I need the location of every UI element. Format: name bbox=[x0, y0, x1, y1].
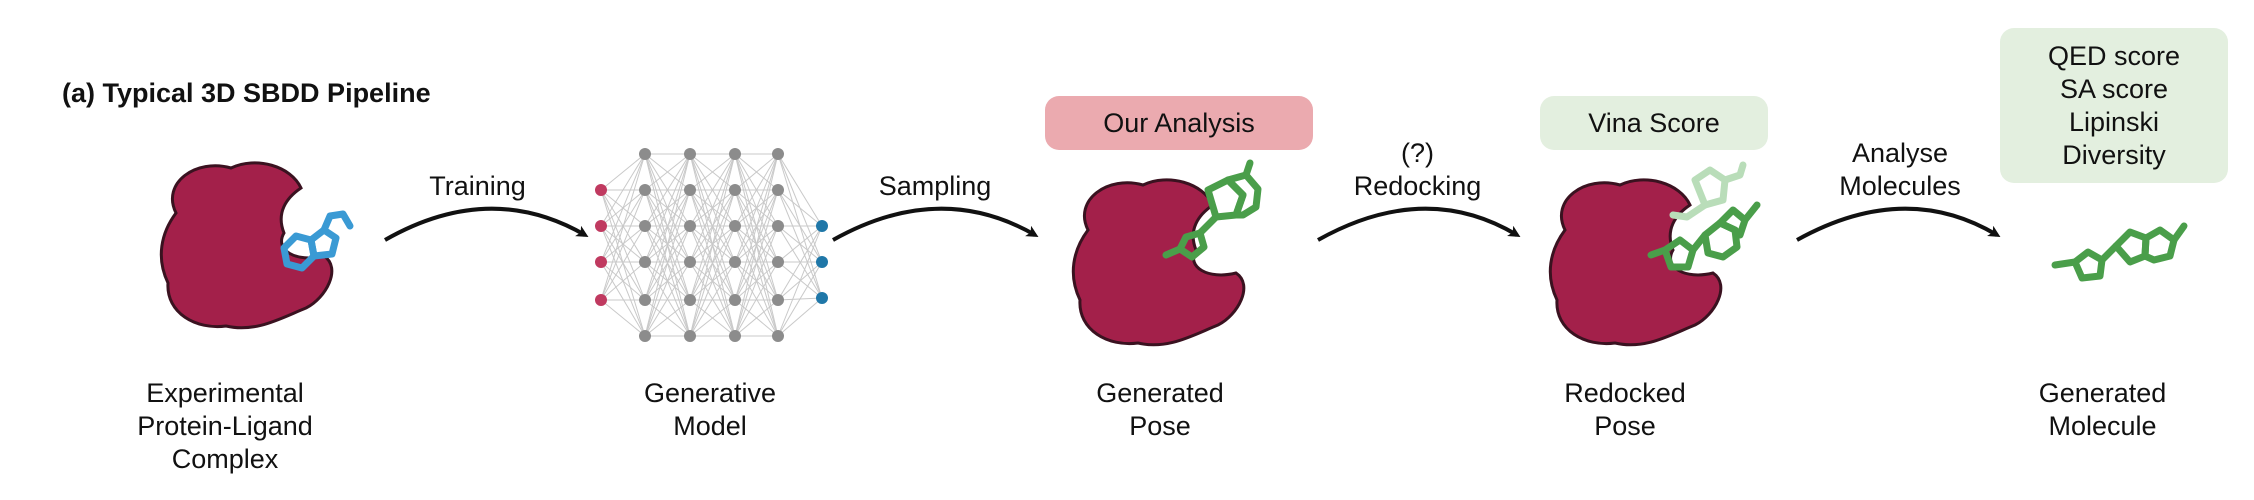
nn-hidden-node bbox=[729, 184, 741, 196]
analyse-label: Analyse Molecules bbox=[1839, 138, 1961, 201]
nn-hidden-node bbox=[639, 184, 651, 196]
nn-input-node bbox=[595, 256, 607, 268]
nn-connection bbox=[644, 153, 691, 301]
nn-connection bbox=[777, 261, 823, 337]
nn-hidden-node bbox=[729, 220, 741, 232]
nn-hidden-node bbox=[684, 148, 696, 160]
nn-connection bbox=[734, 153, 779, 227]
nn-hidden-node bbox=[639, 294, 651, 306]
nn-connection bbox=[777, 189, 823, 227]
nn-hidden-node bbox=[729, 148, 741, 160]
nn-input-node bbox=[595, 220, 607, 232]
nn-connection bbox=[734, 153, 779, 191]
training-arrow bbox=[384, 206, 589, 242]
nn-connection bbox=[689, 299, 736, 337]
nn-connection bbox=[777, 225, 823, 301]
generated-molecule-icon bbox=[2051, 222, 2188, 282]
nn-connection bbox=[689, 153, 736, 263]
sampling-label: Sampling bbox=[878, 171, 992, 201]
nn-hidden-node bbox=[772, 220, 784, 232]
nn-input-node bbox=[595, 184, 607, 196]
nn-connection bbox=[644, 153, 691, 337]
nn-connection bbox=[734, 225, 779, 337]
generated-pose-label: Generated Pose bbox=[1096, 378, 1224, 441]
our-analysis-box: Our Analysis bbox=[1045, 96, 1313, 150]
analyse-arrow bbox=[1796, 206, 2001, 242]
nn-connection bbox=[734, 153, 779, 301]
experimental-complex-icon bbox=[159, 161, 354, 330]
nn-connection bbox=[600, 261, 646, 337]
nn-connection bbox=[734, 189, 779, 337]
nn-connection bbox=[777, 297, 823, 337]
redocked-pose-icon bbox=[1548, 161, 1761, 347]
nn-connection bbox=[689, 261, 736, 337]
nn-hidden-node bbox=[639, 220, 651, 232]
nn-connection bbox=[734, 153, 779, 337]
nn-connection bbox=[777, 225, 823, 263]
nn-connection bbox=[689, 153, 736, 227]
nn-hidden-node bbox=[729, 294, 741, 306]
nn-connection bbox=[644, 189, 691, 337]
nn-hidden-node bbox=[639, 256, 651, 268]
generative-model-label: Generative Model bbox=[643, 378, 777, 441]
nn-hidden-node bbox=[772, 294, 784, 306]
sampling-arrow bbox=[832, 206, 1039, 242]
nn-connection bbox=[777, 153, 823, 227]
experimental-complex-label: Experimental Protein-Ligand Complex bbox=[137, 378, 313, 474]
nn-connection bbox=[644, 153, 691, 263]
nn-hidden-node bbox=[729, 256, 741, 268]
nn-hidden-node bbox=[684, 330, 696, 342]
redocking-arrow bbox=[1317, 206, 1521, 242]
nn-hidden-node bbox=[729, 330, 741, 342]
nn-hidden-node bbox=[684, 294, 696, 306]
generated-molecule-label: Generated Molecule bbox=[2038, 378, 2167, 441]
nn-hidden-node bbox=[639, 330, 651, 342]
redocking-label: (?) Redocking bbox=[1353, 138, 1482, 201]
nn-connection bbox=[689, 225, 736, 337]
nn-output-node bbox=[816, 220, 828, 232]
nn-connection bbox=[734, 299, 779, 337]
nn-connection bbox=[644, 299, 691, 337]
nn-hidden-node bbox=[772, 184, 784, 196]
nn-hidden-node bbox=[684, 184, 696, 196]
nn-output-node bbox=[816, 292, 828, 304]
nn-connection bbox=[600, 153, 646, 301]
nn-connection bbox=[644, 153, 691, 191]
nn-connection bbox=[734, 153, 779, 263]
nn-connection bbox=[600, 261, 646, 301]
nn-connection bbox=[689, 153, 736, 337]
nn-connection bbox=[600, 299, 646, 337]
nn-output-node bbox=[816, 256, 828, 268]
nn-connection bbox=[600, 153, 646, 191]
nn-connection bbox=[689, 153, 736, 191]
nn-connection bbox=[644, 153, 691, 227]
nn-connection bbox=[600, 153, 646, 227]
nn-hidden-node bbox=[639, 148, 651, 160]
nn-hidden-node bbox=[772, 256, 784, 268]
nn-connection bbox=[777, 225, 823, 337]
generated-pose-icon bbox=[1071, 159, 1262, 347]
nn-connection bbox=[600, 153, 646, 263]
nn-connection bbox=[600, 189, 646, 301]
nn-hidden-node bbox=[772, 148, 784, 160]
nn-connection bbox=[644, 225, 691, 337]
nn-hidden-node bbox=[772, 330, 784, 342]
training-label: Training bbox=[429, 171, 526, 201]
metrics-box: QED score SA score Lipinski Diversity bbox=[2000, 28, 2228, 183]
redocked-pose-label: Redocked Pose bbox=[1564, 378, 1686, 441]
panel-title: (a) Typical 3D SBDD Pipeline bbox=[62, 78, 431, 108]
nn-connection bbox=[689, 153, 736, 301]
nn-hidden-node bbox=[684, 256, 696, 268]
vina-score-box: Vina Score bbox=[1540, 96, 1768, 150]
nn-connection bbox=[734, 261, 779, 337]
nn-connection bbox=[689, 189, 736, 337]
nn-connection bbox=[644, 261, 691, 337]
nn-hidden-node bbox=[684, 220, 696, 232]
nn-input-node bbox=[595, 294, 607, 306]
nn-connection bbox=[600, 225, 646, 301]
neural-network-icon bbox=[595, 148, 828, 342]
